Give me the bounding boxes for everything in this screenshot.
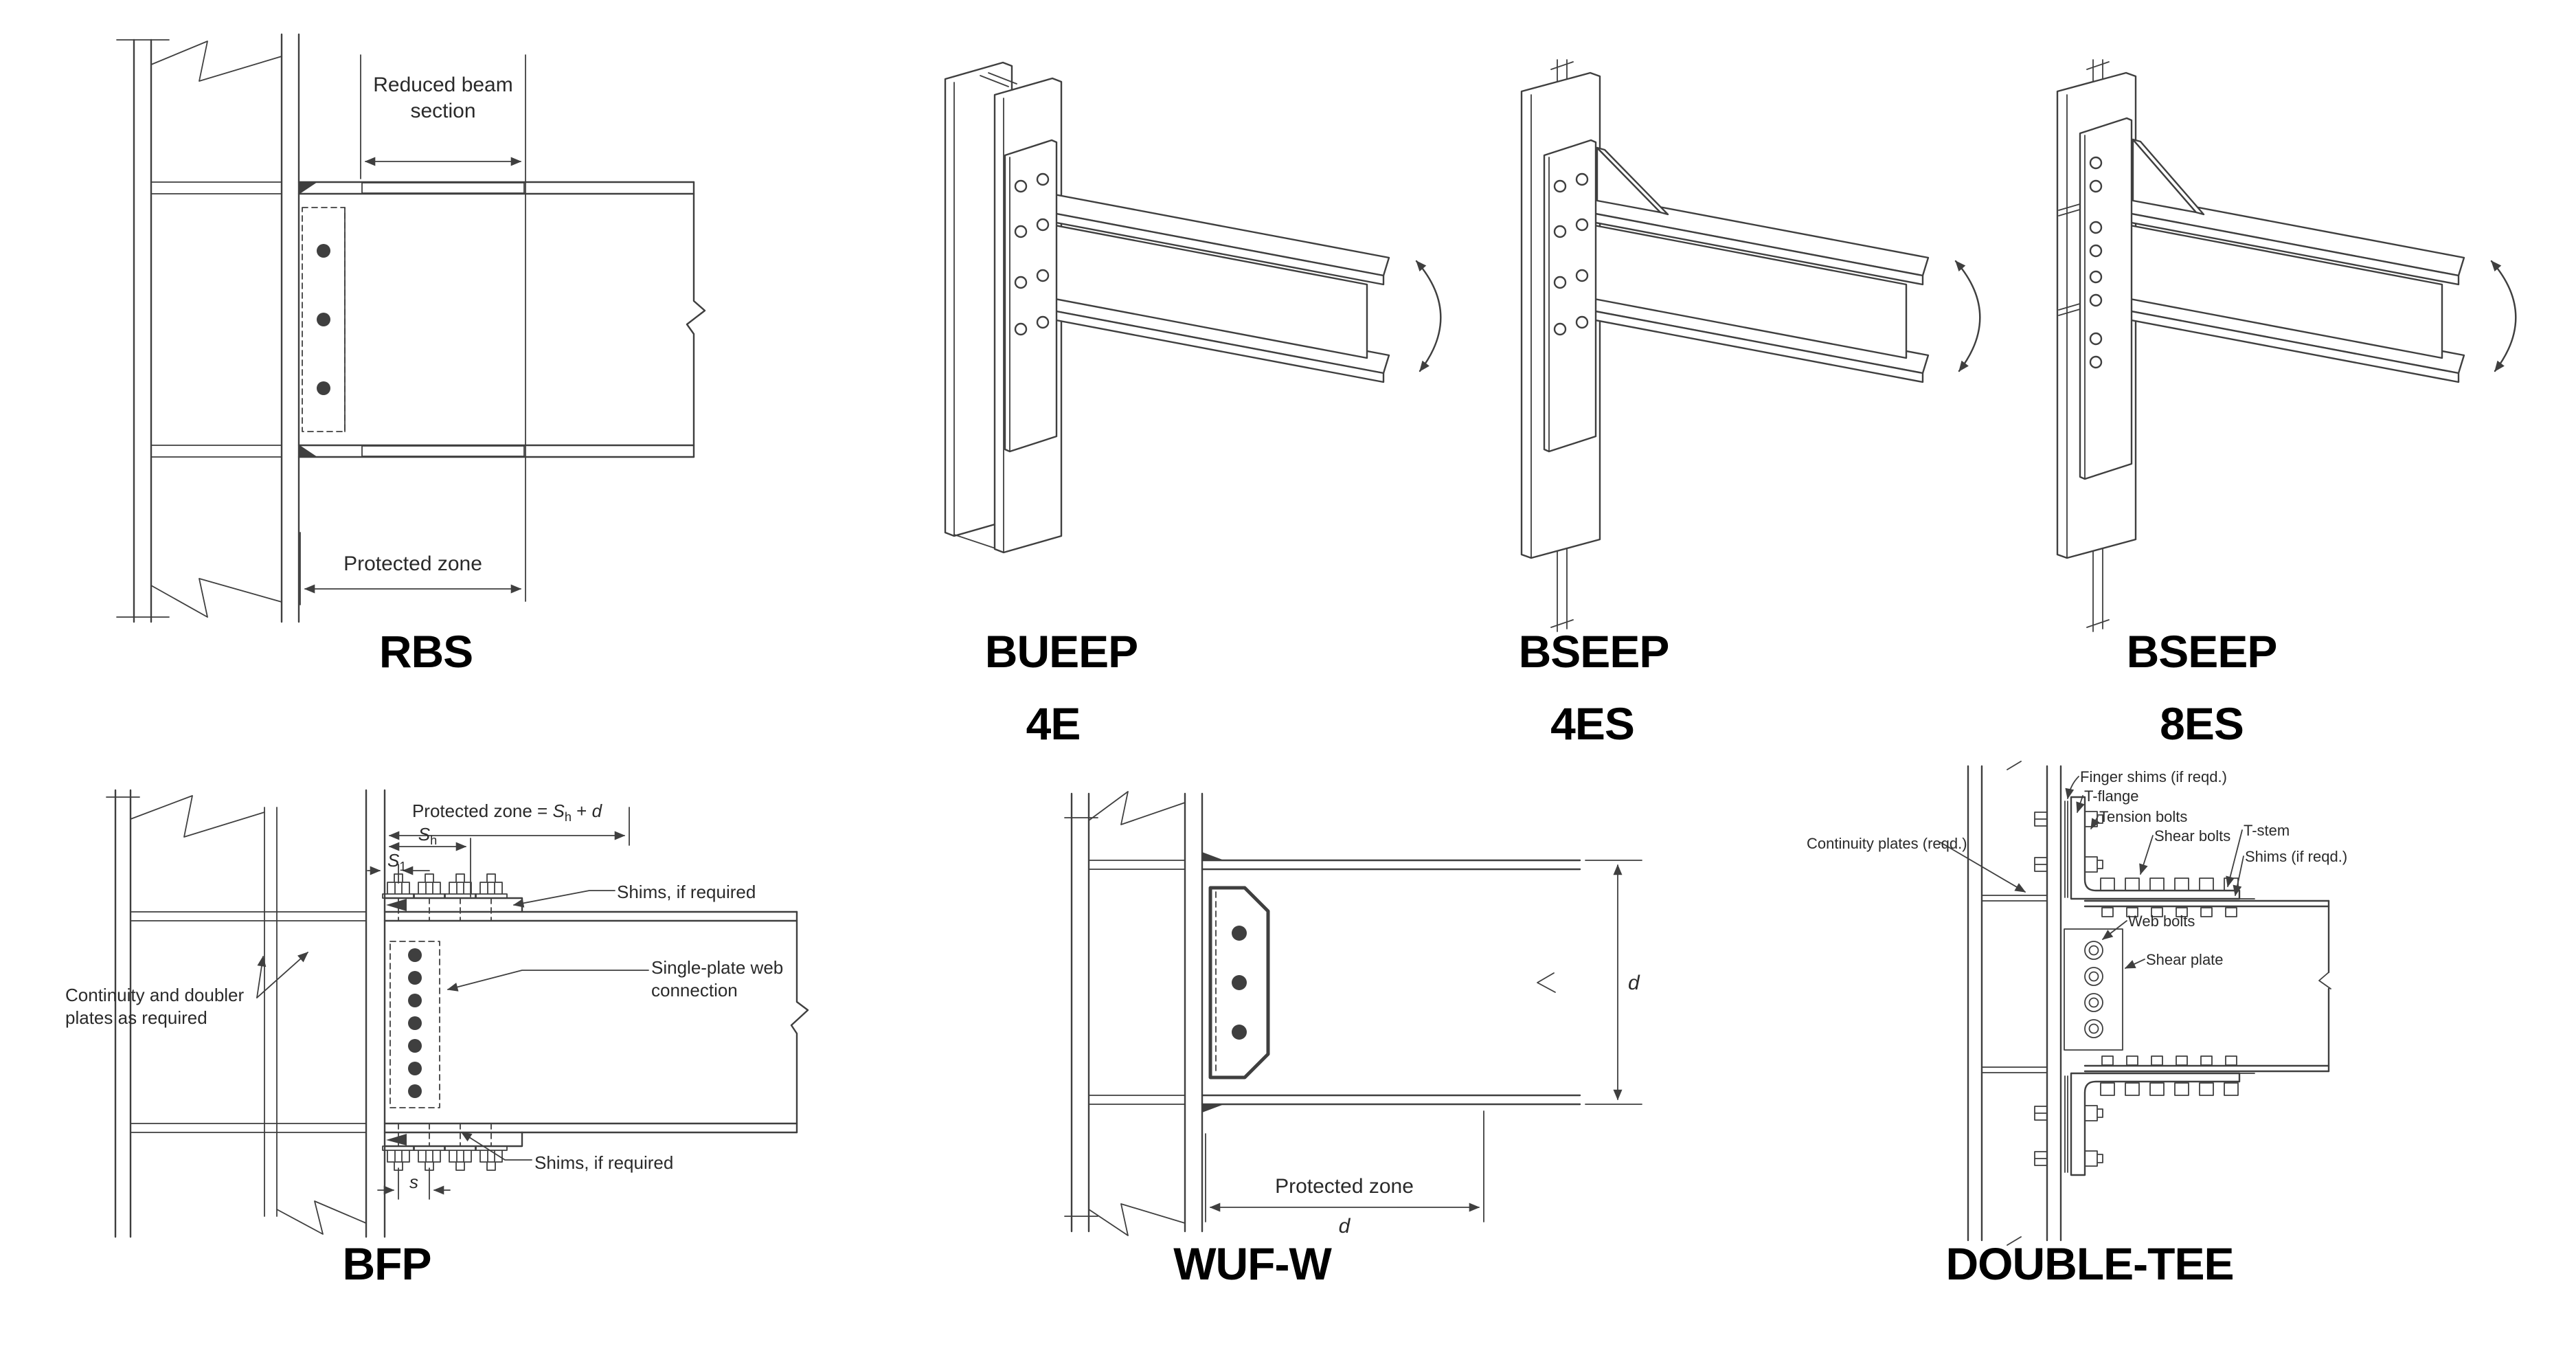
continuity-plates	[1088, 860, 1186, 1105]
beam	[383, 910, 809, 1134]
dt-finger-shims-label: Finger shims (if reqd.)	[2080, 768, 2227, 785]
beam-break	[2318, 972, 2331, 989]
beam-break	[1537, 972, 1556, 993]
cyclic-rotation-arrow	[1415, 260, 1442, 372]
dt-continuity-plates-label: Continuity plates (reqd.)	[1807, 835, 1967, 852]
panel-bueep-4e	[941, 58, 1491, 636]
beam	[1011, 186, 1390, 383]
dt-shims-label: Shims (if reqd.)	[2245, 848, 2348, 865]
rbs-dimension-protected-zone	[300, 532, 522, 605]
column	[1064, 791, 1204, 1236]
wufw-d-bottom-label: d	[1338, 1215, 1351, 1238]
rbs-beam-break	[686, 181, 706, 458]
end-plate	[1543, 139, 1597, 453]
bueep-4e-drawing	[944, 61, 1442, 554]
bottom-bolt-row	[382, 1123, 508, 1171]
title-wuf-w: WUF-W	[1173, 1238, 1332, 1289]
continuity-plates	[1981, 895, 2048, 1073]
rbs-beam	[297, 181, 706, 458]
title-bseep-4es: BSEEP	[1518, 626, 1670, 677]
stiffener	[1596, 146, 1669, 216]
protected-zone-dimension	[1205, 1110, 1484, 1222]
panel-wuf-w: Protected zone d d	[1064, 776, 1690, 1257]
subtitle-bseep-4es: 4ES	[1550, 698, 1635, 749]
cyclic-rotation-arrow	[1954, 260, 1981, 372]
d-dimension-right	[1585, 860, 1642, 1105]
end-plate-bolts	[2089, 156, 2103, 369]
panel-bfp: Protected zone = Sh + d Sh S1 Shims, if …	[55, 770, 859, 1251]
top-bolt-row	[382, 873, 508, 921]
bfp-protected-zone-dim-label: Protected zone = Sh + d	[411, 801, 602, 825]
stiffener	[2132, 138, 2205, 216]
bfp-single-plate-label: Single-plate web connection	[651, 957, 784, 1000]
rbs-shear-plate	[302, 207, 346, 432]
single-plate-web-connection	[389, 941, 440, 1108]
bfp-continuity-doubler-label: Continuity and doubler plates as require…	[65, 985, 245, 1028]
cyclic-rotation-arrow	[2490, 260, 2517, 372]
title-bfp: BFP	[342, 1238, 432, 1289]
doubler-plate	[264, 807, 278, 1217]
panel-rbs: Reduced beam section Protected zone	[103, 14, 756, 632]
bfp-s-dim-label: s	[409, 1172, 418, 1192]
bottom-tee	[2070, 1072, 2241, 1176]
bfp-shims-top-label: Shims, if required	[617, 882, 756, 902]
bfp-drawing	[106, 789, 809, 1238]
panel-double-tee: Finger shims (if reqd.) T-flange Tension…	[1800, 756, 2459, 1251]
dt-t-flange-label: T-flange	[2084, 787, 2139, 805]
panel-bseep-4es	[1480, 58, 2030, 636]
dimensions	[367, 807, 630, 1200]
beam	[1201, 852, 1581, 1112]
rbs-reduced-section-hatch-top	[361, 182, 525, 194]
bfp-sh-dim-label: Sh	[418, 824, 438, 848]
flange-bolts	[382, 873, 508, 1171]
wufw-d-right-label: d	[1628, 972, 1640, 994]
bseep-8es-drawing	[2056, 59, 2517, 632]
end-plate-bolts	[1014, 172, 1050, 336]
wufw-protected-zone-label: Protected zone	[1275, 1175, 1414, 1198]
beam	[1550, 186, 1930, 383]
finger-shims	[2064, 801, 2068, 1173]
rbs-weld-top	[299, 182, 317, 194]
double-tee-drawing	[1940, 761, 2331, 1246]
welded-web-plate	[1208, 886, 1270, 1080]
end-plate-bolts	[1553, 172, 1589, 336]
shear-bolts-bottom	[2100, 1055, 2239, 1096]
tension-bolt-nuts	[2034, 812, 2048, 1166]
rbs-dimension-reduced-beam-section	[360, 54, 526, 602]
subtitle-bueep-4e: 4E	[1026, 698, 1081, 749]
leader-lines	[256, 890, 649, 1161]
panel-bseep-8es	[2016, 58, 2576, 636]
end-plate	[1004, 139, 1058, 453]
title-rbs: RBS	[379, 626, 473, 677]
dt-tension-bolts-label: Tension bolts	[2099, 808, 2188, 825]
column	[106, 789, 386, 1238]
title-double-tee: DOUBLE-TEE	[1945, 1238, 2235, 1289]
continuity-plates	[130, 911, 367, 1133]
end-plate	[2079, 117, 2133, 480]
rbs-protected-zone-label: Protected zone	[343, 552, 482, 575]
beam-break	[790, 910, 809, 1134]
shear-plate	[2064, 928, 2123, 1051]
bfp-s1-dim-label: S1	[387, 850, 407, 874]
subtitle-bseep-8es: 8ES	[2160, 698, 2244, 749]
flange-plates	[383, 897, 523, 1148]
rbs-drawing	[116, 33, 706, 623]
title-bseep-8es: BSEEP	[2126, 626, 2278, 677]
bfp-shims-bottom-label: Shims, if required	[534, 1152, 674, 1173]
title-bueep: BUEEP	[984, 626, 1138, 677]
dt-t-stem-label: T-stem	[2244, 822, 2290, 839]
rbs-weld-bottom	[299, 445, 317, 457]
column	[1967, 761, 2062, 1246]
bseep-4es-drawing	[1520, 59, 1981, 632]
rbs-reduced-beam-section-label: Reduced beam section	[373, 74, 513, 122]
dt-shear-plate-label: Shear plate	[2146, 951, 2224, 968]
beam	[2086, 186, 2465, 383]
rbs-column	[116, 33, 300, 623]
rbs-reduced-section-hatch-bottom	[361, 445, 525, 457]
wuf-w-drawing	[1064, 791, 1642, 1236]
leader-lines	[1940, 776, 2244, 969]
web-bolts	[2084, 941, 2103, 1038]
dt-shear-bolts-label: Shear bolts	[2154, 827, 2231, 845]
dt-web-bolts-label: Web bolts	[2128, 913, 2195, 930]
